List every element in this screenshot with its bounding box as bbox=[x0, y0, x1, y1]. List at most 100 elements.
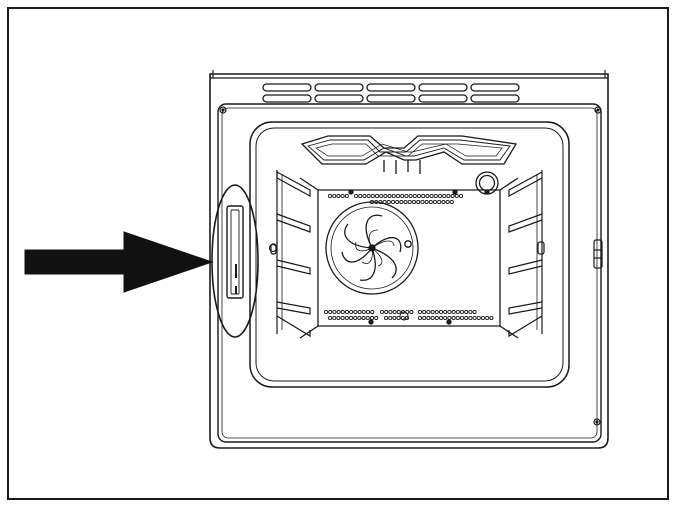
vent-hole bbox=[437, 193, 443, 199]
vent-hole bbox=[357, 315, 362, 321]
vent-hole bbox=[386, 199, 391, 205]
vent-hole bbox=[388, 309, 393, 315]
vent-hole bbox=[416, 199, 421, 205]
vent-hole bbox=[384, 309, 389, 315]
vent-hole bbox=[428, 199, 433, 205]
vent-hole bbox=[446, 193, 451, 199]
vent-hole bbox=[340, 315, 345, 321]
vent-hole bbox=[437, 199, 442, 205]
vent-hole bbox=[425, 193, 430, 199]
vent-hole bbox=[403, 199, 408, 205]
vent-hole bbox=[422, 309, 427, 315]
vent-hole-large bbox=[348, 189, 354, 195]
highlight-ellipse bbox=[211, 184, 259, 338]
left-side-panel-slot bbox=[226, 205, 244, 299]
vent-hole bbox=[374, 193, 380, 199]
vent-hole bbox=[420, 199, 425, 205]
vent-hole bbox=[327, 315, 333, 321]
vent-hole bbox=[472, 309, 477, 315]
vent-hole bbox=[459, 315, 465, 321]
vent-hole bbox=[374, 315, 379, 321]
right-shelf-runners bbox=[508, 170, 545, 338]
vent-hole bbox=[332, 315, 337, 321]
vent-hole bbox=[409, 309, 414, 315]
vent-hole bbox=[432, 199, 438, 205]
vent-hole bbox=[323, 309, 329, 315]
vent-hole bbox=[348, 315, 354, 321]
vent-hole bbox=[365, 315, 370, 321]
vent-hole bbox=[390, 199, 396, 205]
vent-hole bbox=[451, 315, 456, 321]
vent-hole bbox=[357, 309, 362, 315]
vent-hole bbox=[449, 199, 454, 205]
vent-hole bbox=[426, 315, 431, 321]
vent-hole bbox=[391, 193, 396, 199]
vent-hole bbox=[336, 315, 341, 321]
vent-hole bbox=[433, 193, 438, 199]
vent-hole bbox=[411, 199, 417, 205]
vent-hole bbox=[332, 193, 337, 199]
vent-hole-large bbox=[399, 311, 409, 321]
vent-hole bbox=[379, 193, 384, 199]
oven-light-icon bbox=[475, 171, 499, 195]
vent-hole bbox=[472, 315, 477, 321]
vent-hole bbox=[455, 309, 460, 315]
right-door-hinge bbox=[593, 239, 603, 269]
vent-hole bbox=[388, 315, 393, 321]
vent-hole bbox=[336, 309, 341, 315]
vent-hole bbox=[443, 309, 448, 315]
vent-hole bbox=[447, 309, 452, 315]
vent-hole bbox=[417, 309, 423, 315]
vent-hole bbox=[421, 193, 426, 199]
vent-hole bbox=[392, 309, 397, 315]
vent-hole bbox=[392, 315, 397, 321]
vent-hole bbox=[480, 315, 486, 321]
vent-hole bbox=[370, 309, 375, 315]
vent-hole bbox=[344, 309, 350, 315]
vent-hole bbox=[344, 315, 349, 321]
vent-hole bbox=[454, 193, 459, 199]
top-vent-slots bbox=[262, 83, 520, 103]
vent-hole bbox=[387, 193, 392, 199]
vent-hole bbox=[404, 193, 409, 199]
vent-hole bbox=[417, 315, 423, 321]
vent-hole bbox=[451, 309, 456, 315]
vent-hole bbox=[344, 193, 349, 199]
vent-hole bbox=[434, 315, 439, 321]
vent-hole bbox=[476, 315, 481, 321]
vent-hole bbox=[407, 199, 412, 205]
vent-hole bbox=[434, 309, 439, 315]
vent-hole bbox=[365, 309, 371, 315]
vent-hole bbox=[430, 309, 435, 315]
vent-hole bbox=[464, 309, 469, 315]
vent-hole bbox=[399, 199, 404, 205]
vent-hole bbox=[383, 193, 388, 199]
vent-hole bbox=[426, 309, 431, 315]
vent-hole bbox=[340, 309, 345, 315]
vent-hole bbox=[395, 193, 401, 199]
vent-hole bbox=[443, 315, 448, 321]
vent-hole bbox=[353, 309, 358, 315]
vent-hole bbox=[485, 315, 490, 321]
oven-body bbox=[209, 70, 609, 449]
vent-hole bbox=[438, 309, 444, 315]
vent-hole bbox=[489, 315, 494, 321]
vent-hole bbox=[366, 193, 371, 199]
vent-hole bbox=[362, 193, 367, 199]
vent-hole bbox=[336, 193, 341, 199]
vent-hole bbox=[400, 193, 405, 199]
vent-hole bbox=[438, 315, 444, 321]
vent-hole bbox=[408, 193, 413, 199]
vent-hole bbox=[442, 193, 447, 199]
corner-screws bbox=[219, 106, 602, 426]
vent-hole bbox=[396, 309, 401, 315]
vent-hole bbox=[370, 193, 375, 199]
vent-hole bbox=[327, 193, 333, 199]
vent-hole bbox=[468, 315, 473, 321]
vent-hole bbox=[383, 315, 389, 321]
vent-hole bbox=[404, 315, 410, 321]
vent-hole-large bbox=[446, 319, 452, 325]
vent-hole bbox=[450, 193, 455, 199]
